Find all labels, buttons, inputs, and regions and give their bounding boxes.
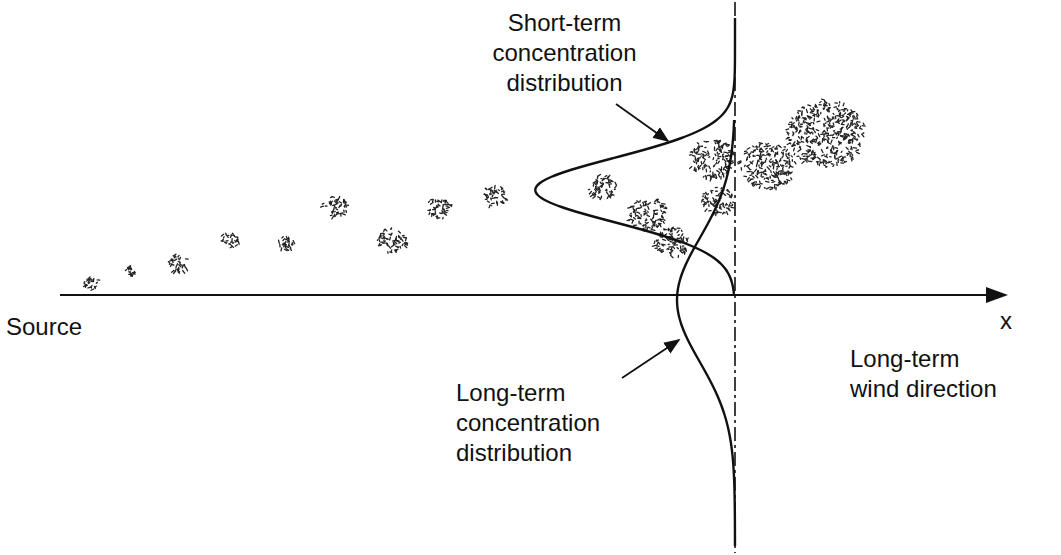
curve-label: Short-term concentration distribution (482, 8, 647, 98)
leader-arrow (622, 340, 679, 378)
source-label: Source (6, 312, 116, 342)
x-axis (60, 294, 990, 296)
curve-label: Long-term concentration distribution (456, 378, 621, 468)
plume-puffs (84, 99, 866, 290)
wind-direction-label: Long-term wind direction (850, 344, 1012, 404)
axis-label: x (1000, 306, 1030, 336)
long-term-curve (677, 120, 735, 546)
axis-arrowhead (986, 287, 1008, 303)
leader-arrow (616, 104, 668, 141)
